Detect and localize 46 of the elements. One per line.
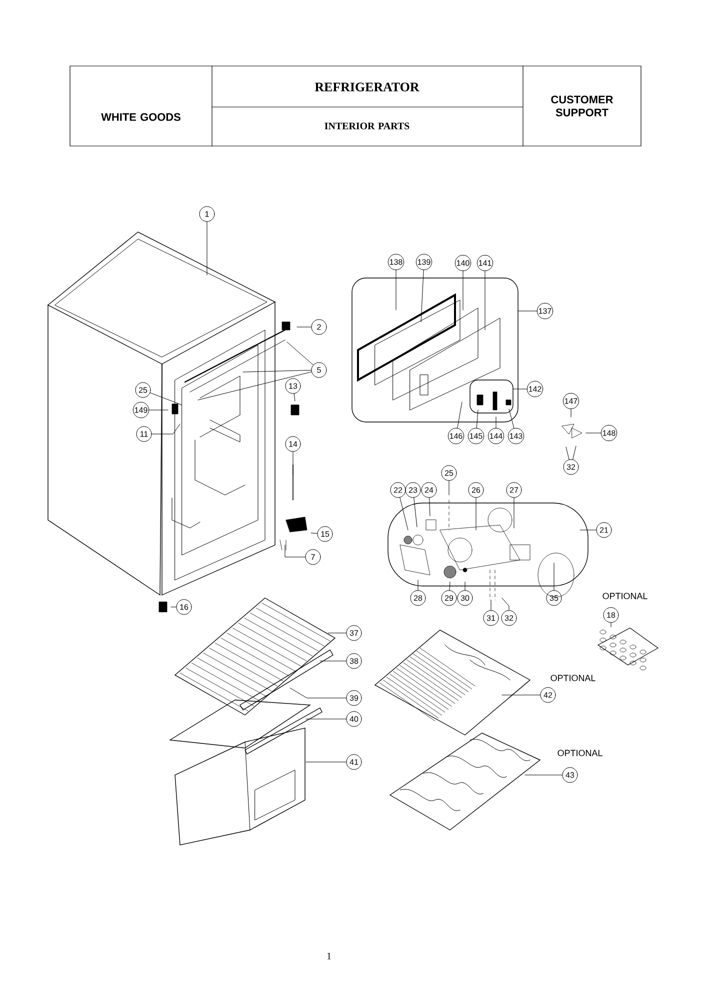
leader-line [512,388,528,390]
leader-line [572,446,576,460]
leader-line [490,600,492,610]
leader-line [294,393,296,402]
leader-line [464,582,466,590]
header-text: REFRIGERATOR [314,82,420,92]
leader-line [484,270,486,330]
leader-line [152,424,180,434]
leader-line [586,432,602,434]
leader-line [242,370,312,372]
leader-line [284,544,306,558]
leader-line [502,694,540,696]
leader-line [400,497,408,530]
leader-line [524,774,562,776]
leader-line [570,408,572,418]
leader-line [566,446,570,460]
leader-line [170,606,176,608]
leader-line [150,392,182,406]
leader-line [508,408,514,428]
leader-line [518,310,538,312]
header-text: WHITE GOODS [101,113,180,121]
header-text: INTERIOR PARTS [324,122,410,130]
leader-line [429,498,430,516]
leader-line [328,632,346,634]
leader-line [476,410,478,428]
leader-line [206,222,208,276]
leader-line [286,342,314,366]
leader-line [610,622,612,628]
leader-line [502,598,510,610]
leader-line [448,480,450,496]
note-text: OPTIONAL [558,750,602,756]
leader-line [292,452,294,476]
leader-line [457,402,462,428]
leader-line [420,270,424,322]
leader-line [198,372,312,400]
leader-line [320,660,346,662]
leader-line [414,497,418,528]
note-text: OPTIONAL [550,674,596,682]
leader-line [290,688,346,698]
leader-line [462,270,464,310]
leader-line [306,718,346,720]
header-text: CUSTOMER SUPPORT [551,96,614,116]
leader-line [310,532,318,534]
leader-line [296,326,312,328]
page-number: 1 [327,952,331,960]
leader-line [449,582,450,591]
